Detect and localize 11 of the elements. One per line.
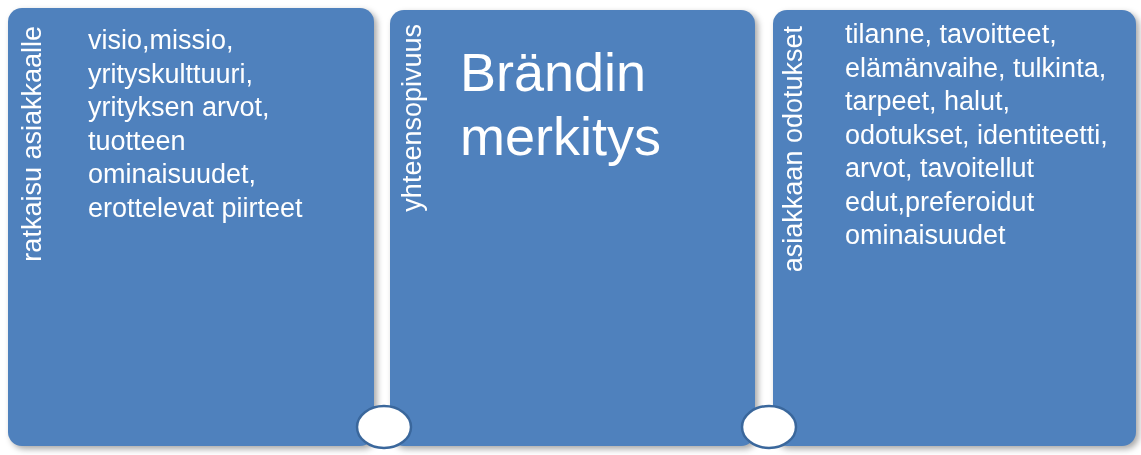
connector-circle (740, 404, 798, 450)
panel-text: visio,missio, yrityskulttuuri, yrityksen arvot, tuotteen ominaisuudet, erottelevat piirteet (88, 24, 304, 225)
panel-box (390, 10, 755, 446)
rotated-heading: asiakkaan odotukset (777, 26, 809, 273)
connector-circle (355, 404, 413, 450)
panel-box (8, 8, 374, 446)
rotated-heading: yhteensopivuus (396, 24, 428, 212)
panel-title: Brändin merkitys (460, 41, 662, 168)
panel-text: tilanne, tavoitteet, elämänvaihe, tulkinta, tarpeet, halut, odotukset, identiteetti, arvot, tavoitellut edut,preferoidut ominaisuudet (845, 18, 1109, 252)
panel-box (773, 10, 1136, 446)
rotated-heading: ratkaisu asiakkaalle (16, 26, 48, 262)
